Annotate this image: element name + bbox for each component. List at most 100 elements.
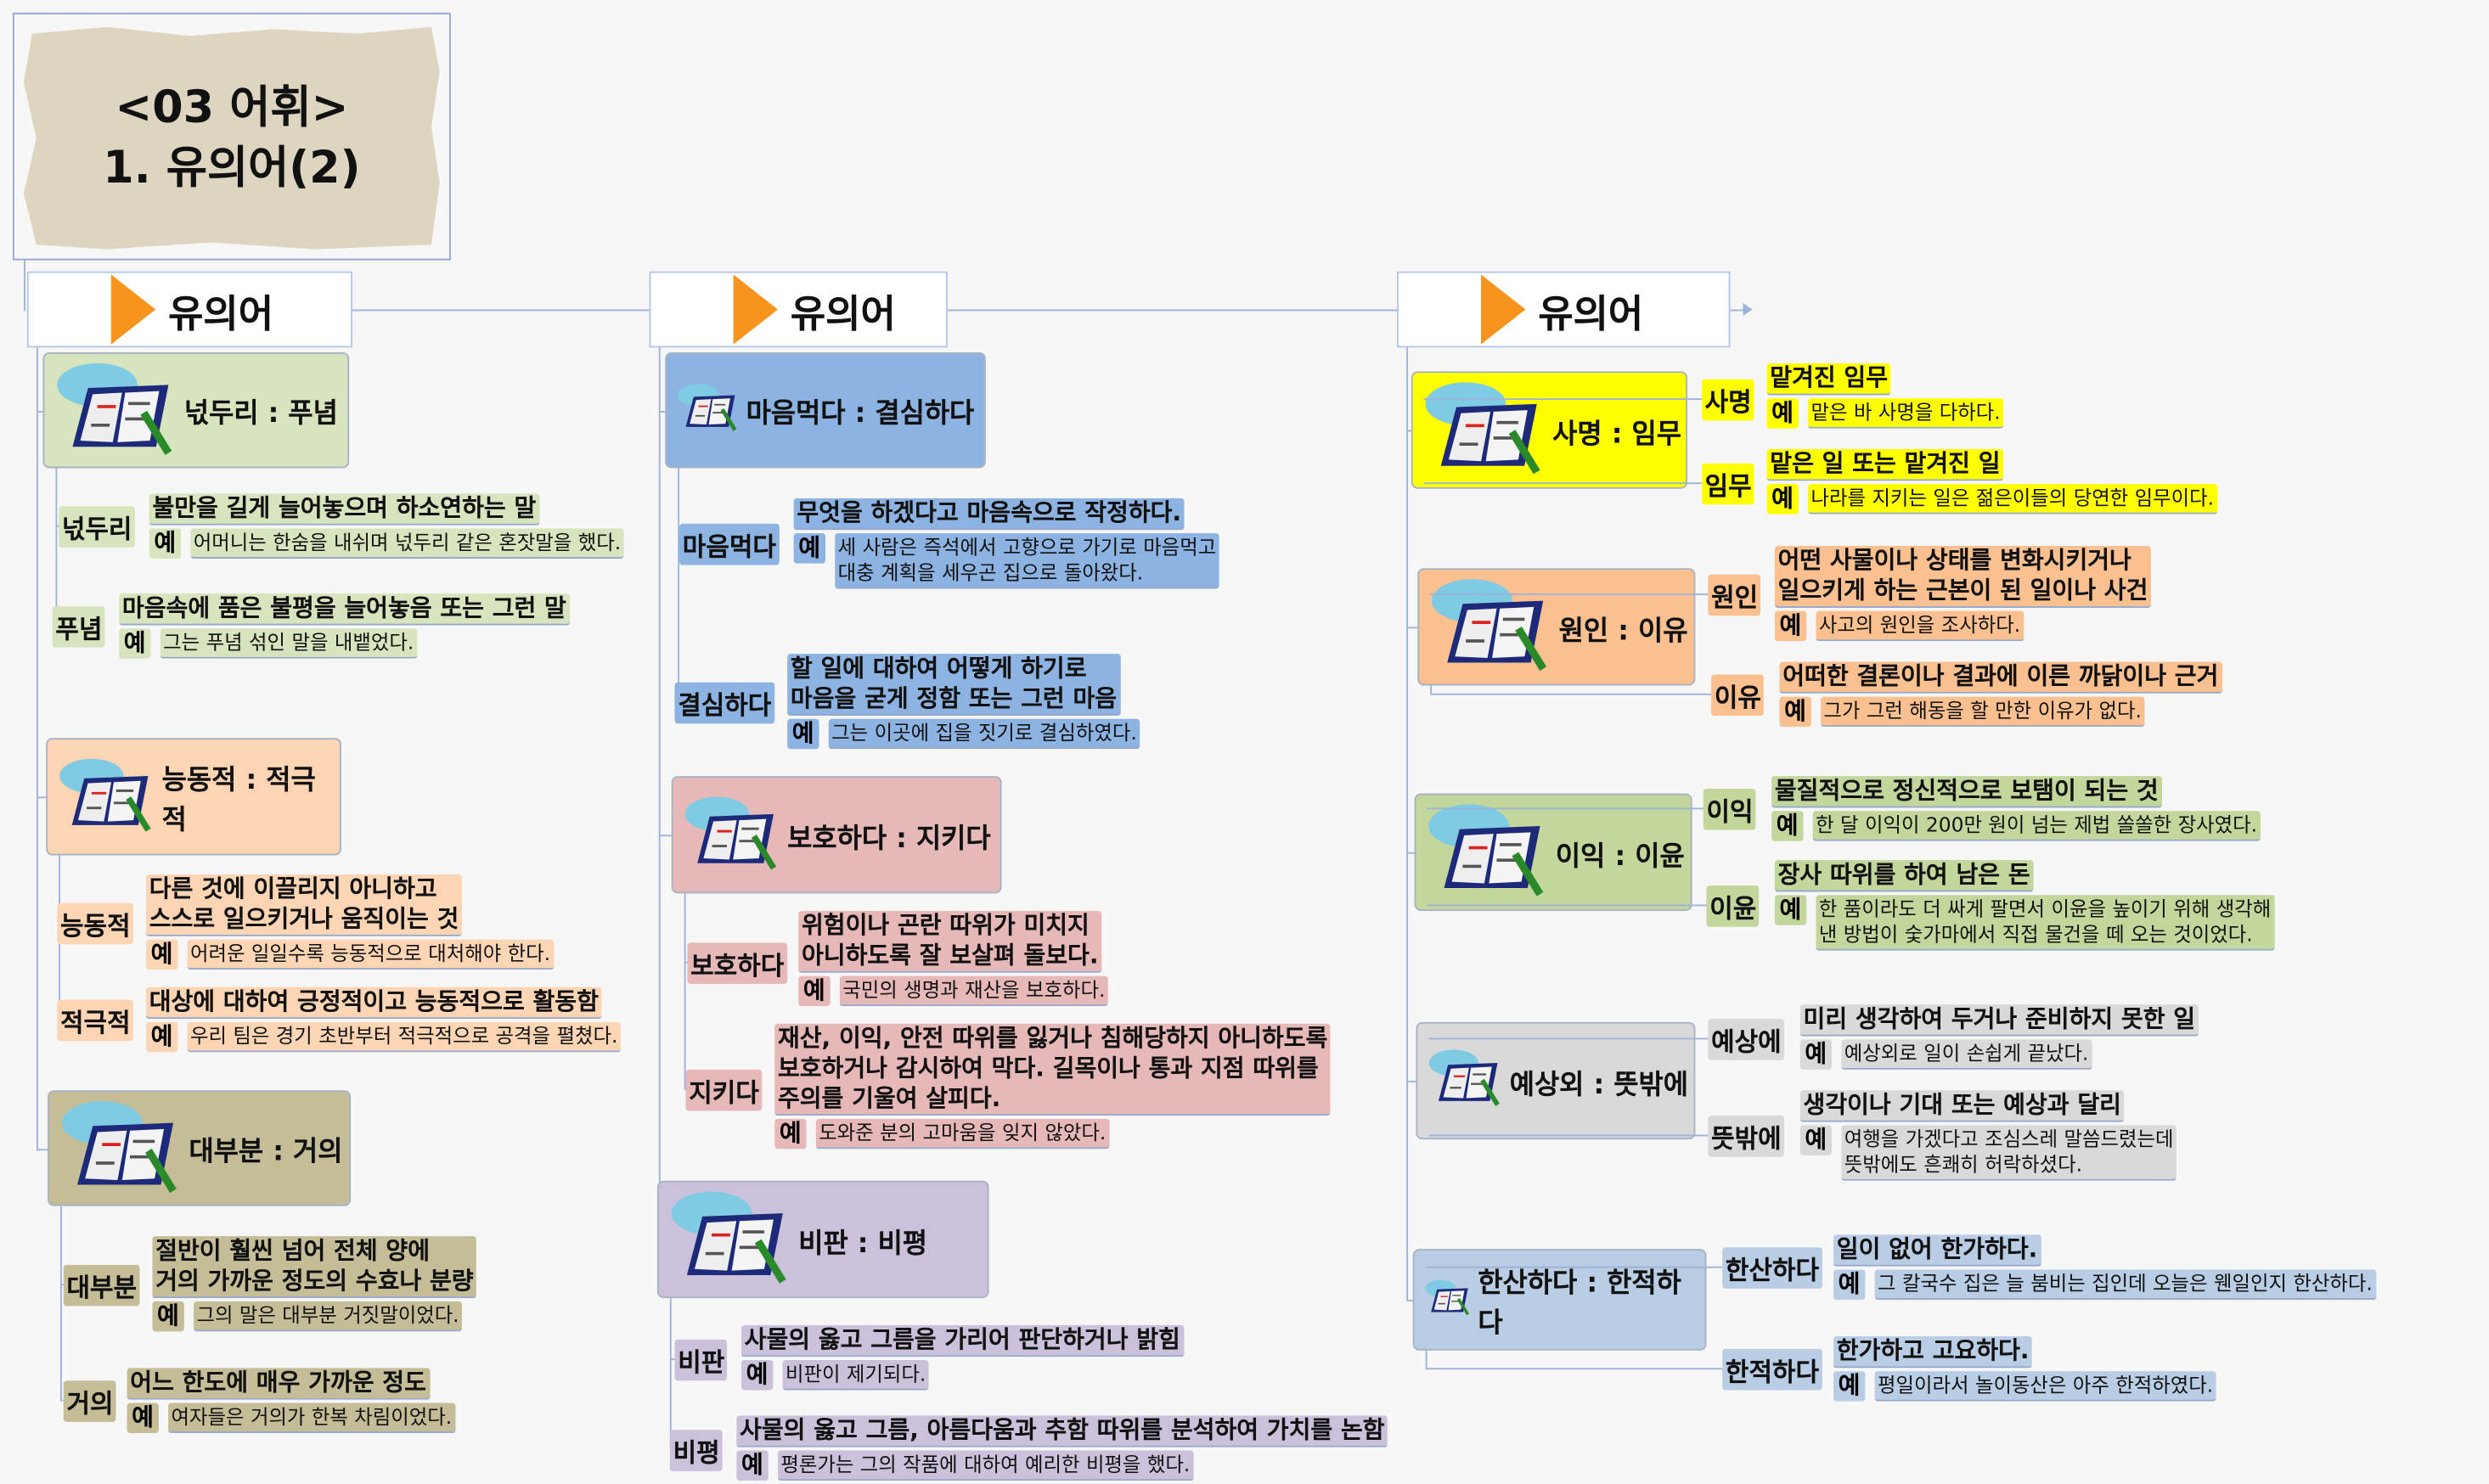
triangle-icon (733, 274, 778, 345)
topic-title: 보호하다 : 지키다 (787, 823, 991, 855)
connector-line (1430, 685, 1433, 694)
connector-line (1423, 398, 1702, 401)
term-definition: 일이 없어 한가하다. (1833, 1234, 2041, 1267)
topic-node[interactable]: 보호하다 : 지키다 (671, 776, 1002, 894)
central-topic[interactable]: <03 어휘> 1. 유의어(2) (12, 12, 451, 261)
term-definition: 생각이나 기대 또는 예상과 달리 (1799, 1090, 2125, 1122)
term-label[interactable]: 임무 (1701, 463, 1755, 505)
example-sentence: 비판이 제기되다. (782, 1359, 930, 1391)
connector-line (36, 796, 47, 799)
term-label[interactable]: 능동적 (57, 902, 134, 945)
term-label[interactable]: 결심하다 (674, 682, 775, 724)
column-header[interactable]: 유의어 (1396, 271, 1731, 348)
connector-line (1428, 1037, 1709, 1040)
term-label[interactable]: 한산하다 (1722, 1247, 1822, 1289)
example-marker: 예 (1833, 1269, 1866, 1300)
definition-line: 거의 가까운 정도의 수효나 분량 (155, 1266, 474, 1296)
term-label[interactable]: 비평 (669, 1430, 724, 1471)
notebook-icon (1428, 573, 1552, 680)
definition-line: 주의를 기울여 살피다. (777, 1083, 1001, 1113)
topic-node[interactable]: 넋두리 : 푸념 (42, 351, 350, 469)
topic-node[interactable]: 비판 : 비평 (656, 1180, 989, 1299)
example-line: 한 달 이익이 200만 원이 넘는 제법 쏠쏠한 장사였다. (1816, 812, 2258, 837)
term-label[interactable]: 거의 (63, 1380, 117, 1422)
example-sentence: 우리 팀은 경기 초반부터 적극적으로 공격을 펼쳤다. (187, 1021, 622, 1053)
topic-node[interactable]: 마음먹다 : 결심하다 (665, 351, 986, 469)
term-label[interactable]: 넋두리 (59, 506, 136, 548)
example-row: 예 그 칼국수 집은 늘 붐비는 집인데 오늘은 웬일인지 한산하다. (1833, 1269, 2376, 1300)
example-marker: 예 (798, 975, 831, 1007)
title-paper-shape: <03 어휘> 1. 유의어(2) (24, 26, 440, 250)
connector-line (1430, 693, 1712, 695)
example-marker: 예 (1799, 1039, 1832, 1070)
column-header[interactable]: 유의어 (26, 271, 352, 348)
connector-line (1425, 1350, 1428, 1369)
term-label[interactable]: 한적하다 (1722, 1348, 1822, 1391)
example-marker: 예 (787, 718, 819, 750)
term-definition: 물질적으로 정신적으로 보탬이 되는 것 (1771, 776, 2162, 808)
connector-line (684, 961, 688, 964)
term-label[interactable]: 원인 (1708, 574, 1761, 616)
connector-line (1406, 347, 1409, 1300)
connector-line (1428, 1134, 1709, 1137)
topic-title: 비판 : 비평 (798, 1227, 928, 1260)
example-marker: 예 (793, 533, 825, 564)
term-label[interactable]: 보호하다 (687, 942, 787, 984)
connector-line (36, 410, 43, 413)
example-marker: 예 (1799, 1125, 1832, 1155)
topic-node[interactable]: 대부분 : 거의 (48, 1090, 352, 1206)
topic-node[interactable]: 사명 : 임무 (1411, 371, 1688, 489)
topic-node[interactable]: 원인 : 이유 (1417, 568, 1696, 686)
term-label[interactable]: 이유 (1711, 674, 1765, 717)
notebook-icon (668, 1186, 792, 1293)
example-line: 나라를 지키는 일은 젊은이들의 당연한 임무이다. (1810, 486, 2215, 510)
connector-line (1430, 593, 1709, 595)
example-marker: 예 (1766, 484, 1799, 514)
example-sentence: 그는 이곳에 집을 짓기로 결심하였다. (828, 718, 1140, 750)
term-label[interactable]: 이윤 (1706, 885, 1760, 927)
definition-line: 미리 생각하여 두거나 준비하지 못한 일 (1803, 1004, 2196, 1033)
term-label[interactable]: 대부분 (63, 1264, 140, 1307)
term-label[interactable]: 이익 (1703, 789, 1757, 830)
term-label[interactable]: 지키다 (685, 1069, 763, 1111)
title-line-2: 1. 유의어(2) (103, 141, 361, 194)
connector-line (1406, 430, 1411, 432)
example-line: 그 칼국수 집은 늘 붐비는 집인데 오늘은 웬일인지 한산하다. (1878, 1271, 2373, 1296)
topic-title: 원인 : 이유 (1558, 615, 1688, 647)
term-label[interactable]: 푸념 (52, 606, 106, 648)
topic-title: 넋두리 : 푸념 (183, 398, 338, 430)
term-label[interactable]: 사명 (1701, 379, 1755, 421)
column-header[interactable]: 유의어 (649, 271, 948, 348)
example-sentence: 그의 말은 대부분 거짓말이었다. (193, 1301, 463, 1332)
example-line: 우리 팀은 경기 초반부터 적극적으로 공격을 펼쳤다. (189, 1023, 618, 1048)
topic-node[interactable]: 예상외 : 뜻밖에 (1416, 1021, 1696, 1140)
term-label[interactable]: 마음먹다 (679, 523, 780, 565)
connector-line (678, 542, 680, 545)
connector-line (1425, 1368, 1723, 1370)
example-line: 사고의 원인을 조사하다. (1818, 612, 2021, 637)
topic-node[interactable]: 능동적 : 적극적 (46, 738, 341, 856)
term-definition: 어느 한도에 매우 가까운 정도 (127, 1368, 430, 1400)
example-line: 평일이라서 놀이동산은 아주 한적하였다. (1878, 1372, 2214, 1397)
topic-node[interactable]: 이익 : 이윤 (1414, 793, 1692, 911)
example-marker: 예 (1833, 1371, 1866, 1402)
example-line: 국민의 생명과 재산을 보호하다. (842, 977, 1106, 1002)
term-label[interactable]: 적극적 (57, 999, 134, 1042)
column-header-label: 유의어 (790, 291, 896, 336)
topic-node[interactable]: 한산하다 : 한적하다 (1412, 1249, 1707, 1351)
example-sentence: 평일이라서 놀이동산은 아주 한적하였다. (1874, 1371, 2216, 1402)
term-label[interactable]: 예상에 (1708, 1019, 1785, 1060)
term-label[interactable]: 비판 (674, 1339, 728, 1381)
definition-line: 일으키게 하는 근본이 된 일이나 사건 (1777, 576, 2148, 605)
term-label[interactable]: 뜻밖에 (1708, 1116, 1785, 1157)
